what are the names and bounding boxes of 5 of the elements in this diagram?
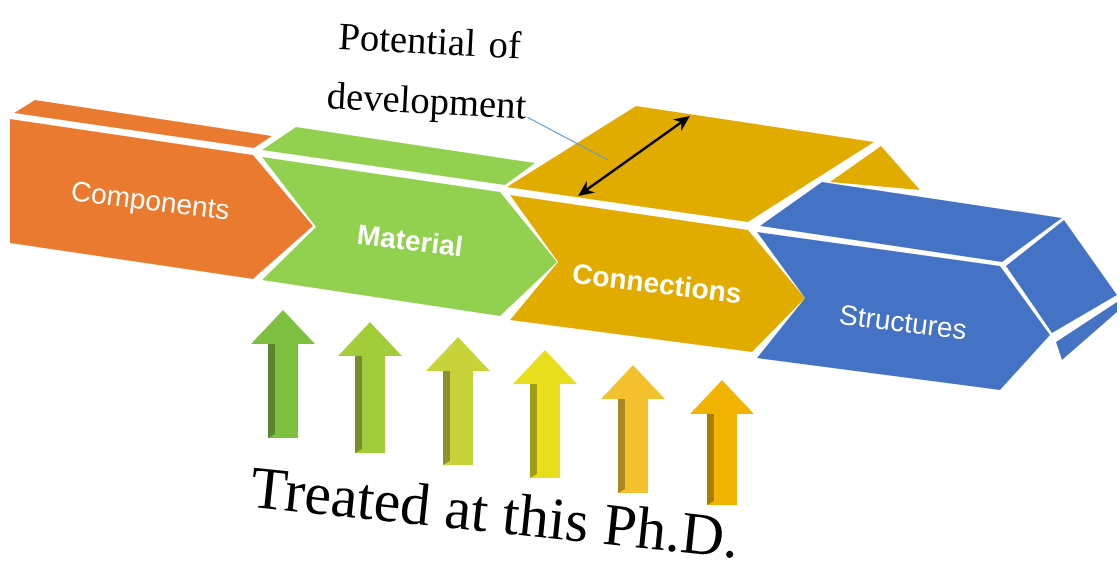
caption-text: Treated at this Ph.D. [253, 467, 734, 558]
chevron-block: Material [262, 127, 557, 316]
leader-line [526, 116, 609, 161]
chevron-block: Structures [757, 182, 1117, 390]
chevron-block: Components [10, 100, 313, 279]
